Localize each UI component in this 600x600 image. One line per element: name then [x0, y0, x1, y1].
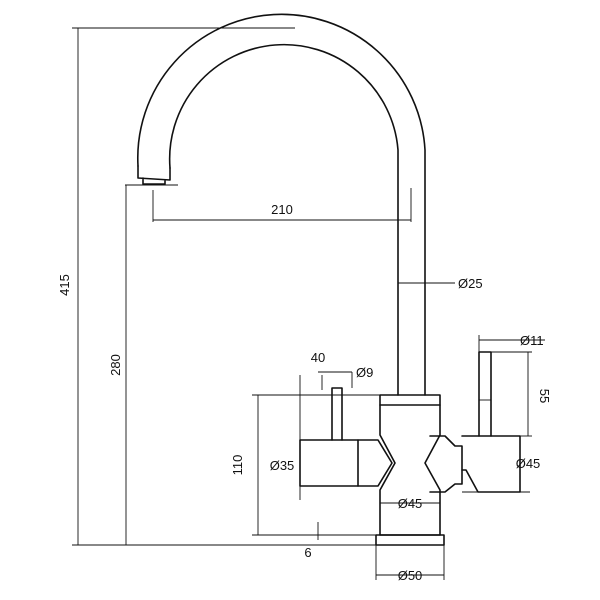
right-lever-stem [478, 351, 492, 437]
right-handle-height-label: 55 [537, 389, 552, 403]
reach-label: 210 [271, 202, 293, 217]
left-lever-stem [331, 387, 343, 441]
faucet-body [379, 394, 441, 536]
right-stem-diameter-label: Ø11 [520, 333, 544, 348]
left-handle-offset-label: 40 [311, 350, 325, 365]
right-handle [461, 435, 521, 493]
faucet-base [375, 534, 445, 546]
left-handle-diameter-label: Ø35 [270, 458, 295, 473]
pipe-diameter-label: Ø25 [458, 276, 483, 291]
total-height-label: 415 [57, 274, 72, 296]
spout-tip [137, 165, 171, 185]
faucet-outline [125, 13, 521, 546]
dimension-lines [72, 27, 545, 580]
base-thickness-label: 6 [304, 545, 311, 560]
body-height-label: 110 [230, 455, 245, 476]
spout-outer-curve [136, 13, 426, 396]
left-handle [299, 439, 359, 487]
left-handle-connector [357, 439, 393, 487]
left-stem-diameter-label: Ø9 [356, 365, 373, 380]
base-diameter-label: Ø50 [398, 568, 423, 583]
body-diameter-label: Ø45 [398, 496, 423, 511]
right-handle-diameter-label: Ø45 [516, 456, 541, 471]
spout-height-label: 280 [108, 354, 123, 376]
right-handle-connector [429, 435, 463, 493]
spout-inner-curve [168, 43, 399, 396]
dimension-labels: 415 280 210 Ø25 40 Ø9 110 Ø35 Ø45 6 Ø50 … [57, 202, 552, 583]
